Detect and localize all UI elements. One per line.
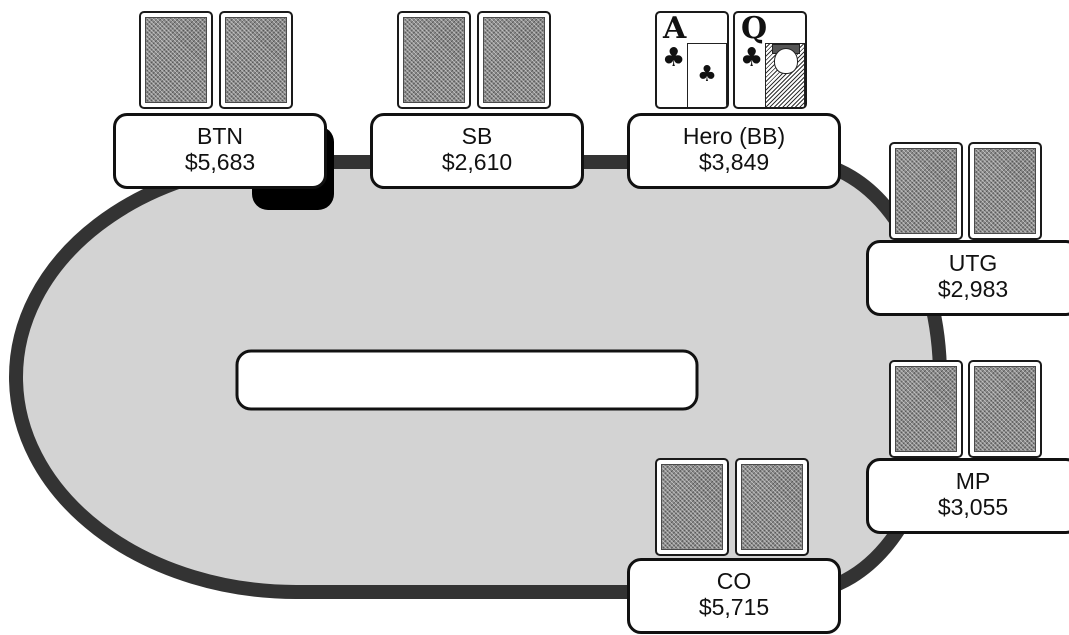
seat-stack: $3,055 [869, 494, 1069, 520]
card-pip-area: ♣ [687, 43, 727, 109]
pot-display [237, 351, 697, 409]
card-rank: Q [741, 13, 767, 45]
seat-stack: $3,849 [630, 149, 838, 175]
seat-name: UTG [869, 250, 1069, 276]
card-rank: A [663, 13, 686, 45]
mp-hole-card-2 [968, 360, 1042, 458]
hero-hole-card-ace-clubs: A ♣ ♣ [655, 11, 729, 109]
club-icon: ♣ [662, 45, 685, 71]
seat-utg[interactable]: UTG $2,983 [866, 240, 1069, 316]
seat-stack: $2,610 [373, 149, 581, 175]
seat-name: MP [869, 468, 1069, 494]
btn-hole-card-2 [219, 11, 293, 109]
seat-mp[interactable]: MP $3,055 [866, 458, 1069, 534]
seat-stack: $2,983 [869, 276, 1069, 302]
seat-sb[interactable]: SB $2,610 [370, 113, 584, 189]
club-icon: ♣ [740, 45, 763, 71]
seat-co[interactable]: CO $5,715 [627, 558, 841, 634]
seat-btn[interactable]: BTN $5,683 [113, 113, 327, 189]
btn-hole-card-1 [139, 11, 213, 109]
co-hole-card-1 [655, 458, 729, 556]
seat-stack: $5,715 [630, 594, 838, 620]
seat-name: CO [630, 568, 838, 594]
sb-hole-card-2 [477, 11, 551, 109]
club-icon: ♣ [688, 64, 726, 86]
mp-hole-card-1 [889, 360, 963, 458]
utg-hole-card-2 [968, 142, 1042, 240]
seat-name: Hero (BB) [630, 123, 838, 149]
seat-hero[interactable]: Hero (BB) $3,849 [627, 113, 841, 189]
queen-portrait-icon [765, 43, 805, 109]
sb-hole-card-1 [397, 11, 471, 109]
hero-hole-card-queen-clubs: Q ♣ [733, 11, 807, 109]
seat-name: SB [373, 123, 581, 149]
utg-hole-card-1 [889, 142, 963, 240]
seat-stack: $5,683 [116, 149, 324, 175]
co-hole-card-2 [735, 458, 809, 556]
seat-name: BTN [116, 123, 324, 149]
